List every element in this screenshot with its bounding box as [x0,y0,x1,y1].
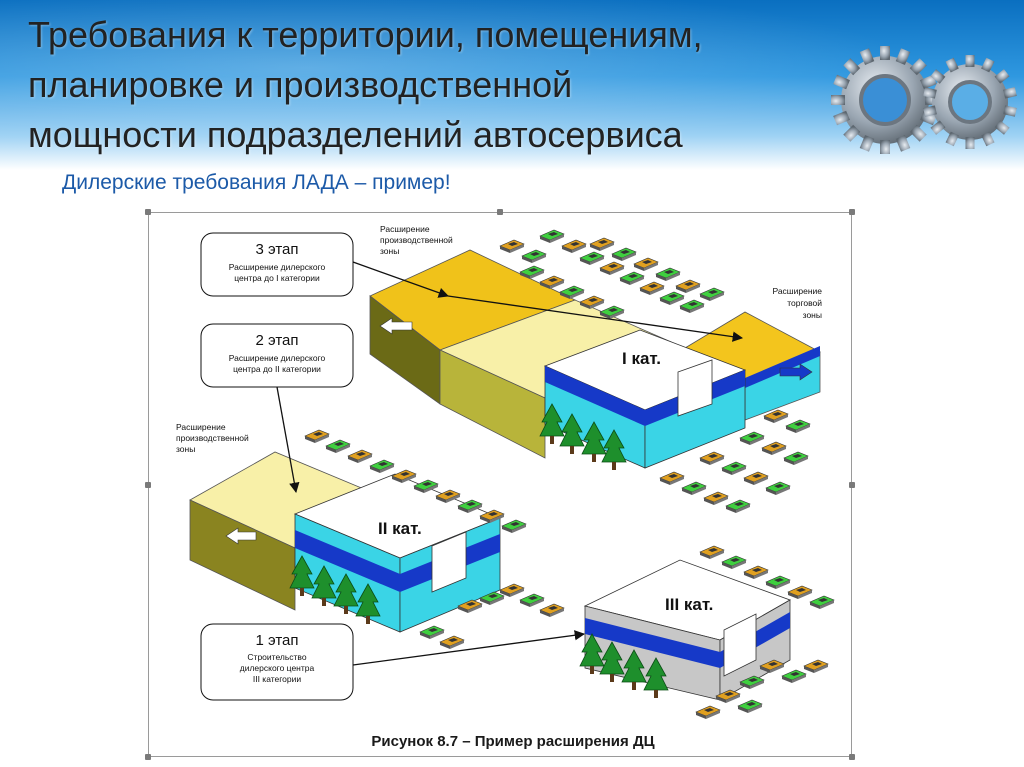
resize-handle-tr[interactable] [849,209,855,215]
svg-text:Расширение дилерского: Расширение дилерского [229,262,326,272]
svg-text:Расширение дилерского: Расширение дилерского [229,353,326,363]
svg-text:производственной: производственной [176,433,249,443]
title-line-2: планировке и производственной [28,64,573,105]
resize-handle-br[interactable] [849,754,855,760]
title-line-3: мощности подразделений автосервиса [28,114,683,155]
svg-text:зоны: зоны [803,310,822,320]
building-II-label: II кат. [378,519,422,538]
stage-2-box: 2 этап Расширение дилерского центра до I… [200,323,354,388]
building-I-door [677,359,713,417]
resize-handle-tl[interactable] [145,209,151,215]
label-prod-zone-mid: Расширение производственной зоны [176,422,249,454]
building-III-stripe-left [585,618,720,668]
building-II-door [431,531,467,593]
slide-title: Требования к территории, помещениям, пла… [28,10,808,160]
svg-text:III категории: III категории [253,674,302,684]
svg-text:3 этап: 3 этап [255,241,298,258]
top-left-arrow-icon [379,317,413,335]
svg-text:центра до I категории: центра до I категории [234,273,320,283]
resize-handle-tc[interactable] [497,209,503,215]
svg-text:дилерского центра: дилерского центра [240,663,315,673]
mid-left-arrow-icon [225,527,257,545]
caption-text: Рисунок 8.7 – Пример расширения ДЦ [371,733,655,750]
building-III-label: III кат. [665,595,713,614]
svg-text:центра до II категории: центра до II категории [233,364,321,374]
stage-1-box: 1 этап Строительство дилерского центра I… [200,623,354,701]
svg-text:торговой: торговой [787,298,822,308]
building-I-label: I кат. [622,349,661,368]
building-II-stripe-left [295,530,400,592]
label-trade-zone: Расширение торговой зоны [772,286,822,320]
stage-arrows [276,261,744,666]
svg-text:Расширение: Расширение [772,286,822,296]
building-III-door [723,613,757,677]
svg-text:Строительство: Строительство [247,652,306,662]
resize-handle-ml[interactable] [145,482,151,488]
resize-handle-bl[interactable] [145,754,151,760]
svg-text:Расширение: Расширение [176,422,226,432]
top-trade-stripe [745,346,820,388]
figure-caption: Рисунок 8.7 – Пример расширения ДЦ [0,733,1024,750]
resize-handle-mr[interactable] [849,482,855,488]
svg-text:зоны: зоны [176,444,195,454]
building-I-stripe-left [545,366,645,426]
slide-subtitle: Дилерские требования ЛАДА – пример! [62,171,451,194]
label-prod-zone-top: Расширение производственной зоны [380,224,453,256]
stage-3-box: 3 этап Расширение дилерского центра до I… [200,232,354,297]
title-line-1: Требования к территории, помещениям, [28,14,703,55]
svg-text:зоны: зоны [380,246,399,256]
mid-prod-zone-side [189,499,296,611]
svg-text:Расширение: Расширение [380,224,430,234]
top-right-arrow-icon [779,363,813,381]
top-mid-zone-side [439,349,546,459]
gears-icon [831,46,1017,154]
svg-text:1 этап: 1 этап [255,632,298,649]
svg-text:производственной: производственной [380,235,453,245]
svg-text:2 этап: 2 этап [255,332,298,349]
